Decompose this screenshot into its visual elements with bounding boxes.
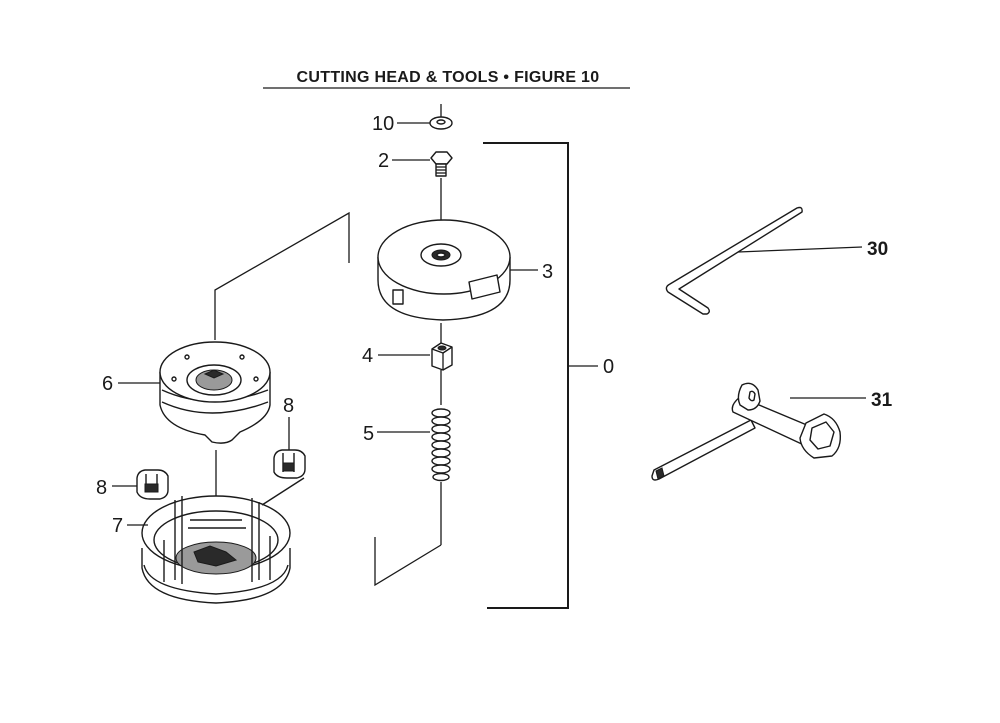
spool-part — [159, 341, 271, 444]
callout-0: 0 — [603, 356, 614, 378]
leader-30 — [737, 246, 863, 253]
callout-3: 3 — [542, 261, 553, 283]
washer-part — [429, 116, 453, 130]
assembly-bracket — [483, 142, 569, 609]
figure-title: CUTTING HEAD & TOOLS • FIGURE 10 — [297, 69, 600, 86]
callout-5: 5 — [363, 423, 374, 445]
eyelet-clip-part-right — [273, 449, 306, 479]
callout-6: 6 — [102, 373, 113, 395]
hex-wrench-part — [665, 206, 803, 315]
axis-offset-line-left — [214, 211, 350, 340]
callout-31: 31 — [871, 390, 893, 411]
head-housing-part — [141, 477, 305, 604]
spring-part — [431, 408, 451, 482]
axis-offset-line — [374, 537, 442, 587]
callout-7: 7 — [112, 515, 123, 537]
callout-8-right: 8 — [283, 395, 294, 417]
callout-2: 2 — [378, 150, 389, 172]
nut-part — [430, 151, 453, 177]
spool-cover-part — [377, 219, 511, 321]
eyelet-clip-part-left — [136, 469, 169, 500]
callout-10: 10 — [372, 113, 394, 135]
hex-nut-part — [431, 342, 453, 371]
callout-30: 30 — [867, 239, 888, 260]
callout-8-left: 8 — [96, 477, 107, 499]
callout-4: 4 — [362, 345, 373, 367]
box-wrench-part — [651, 382, 842, 481]
